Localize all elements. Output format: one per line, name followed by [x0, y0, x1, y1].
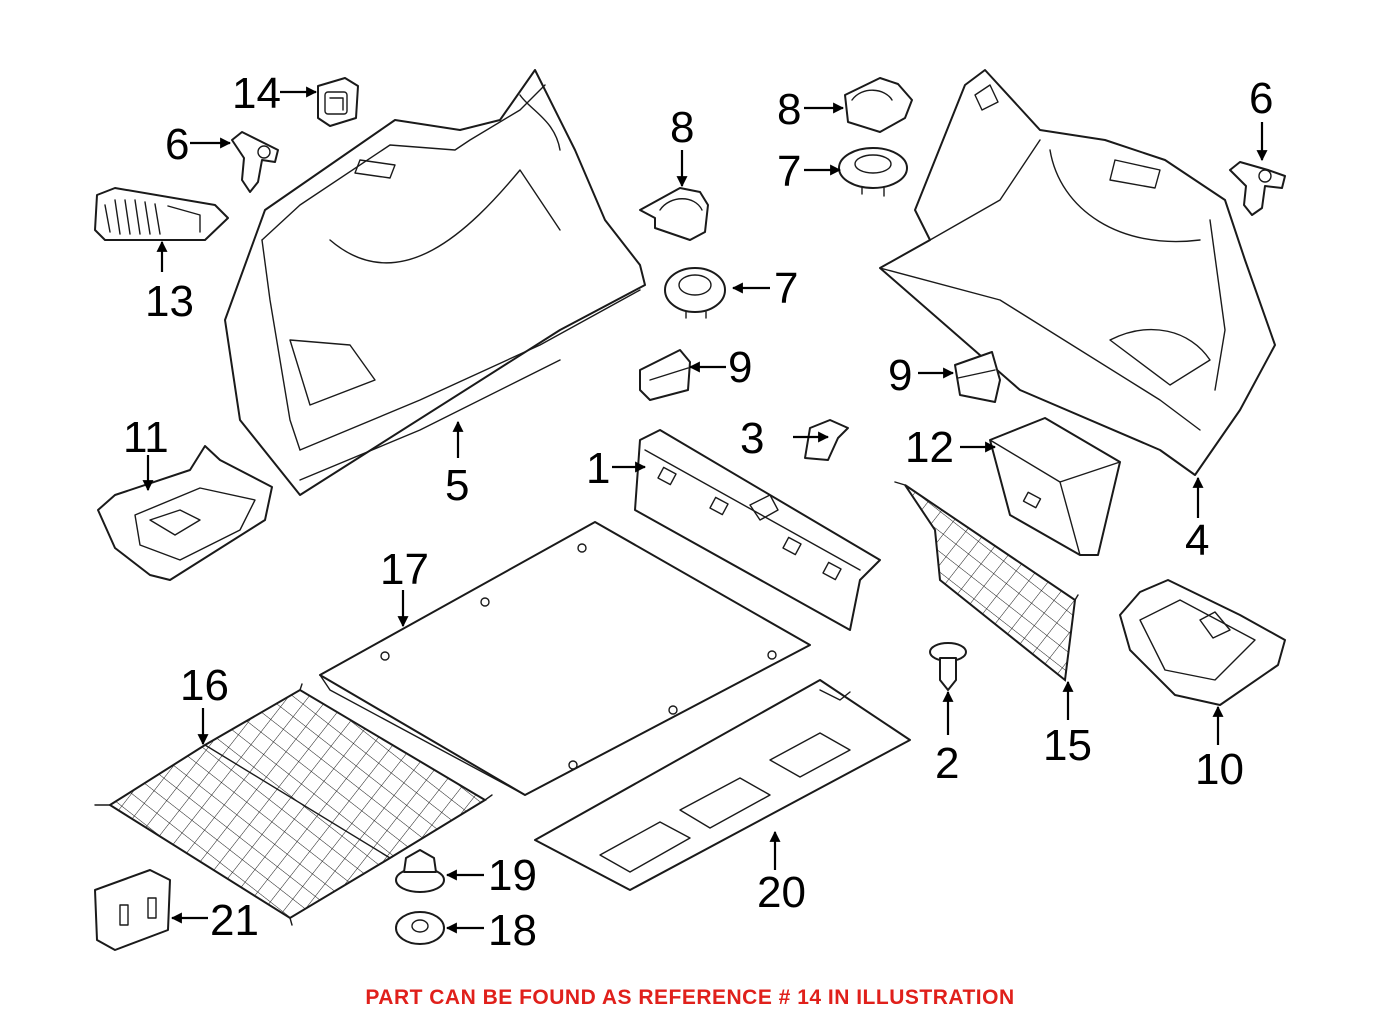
- leader-lines: [142, 86, 1268, 934]
- callout-16: 16: [180, 661, 229, 710]
- callout-20: 20: [757, 868, 806, 917]
- callout-9-center: 9: [728, 343, 752, 392]
- callout-14: 14: [232, 69, 281, 118]
- callout-8-center: 8: [670, 103, 694, 152]
- callout-13: 13: [145, 277, 194, 326]
- part-9-block-right: [954, 351, 1001, 403]
- reference-note: PART CAN BE FOUND AS REFERENCE # 14 IN I…: [365, 986, 1015, 1009]
- callout-1: 1: [586, 444, 610, 493]
- callout-11: 11: [123, 413, 169, 462]
- callout-6-right: 6: [1249, 74, 1273, 123]
- part-6-hook-left: [231, 131, 279, 193]
- callout-10: 10: [1195, 745, 1244, 794]
- part-3-bracket: [804, 419, 849, 461]
- callout-7-center: 7: [774, 264, 798, 313]
- part-2-push-clip: [929, 642, 967, 691]
- callout-6-left: 6: [165, 120, 189, 169]
- part-7-cap-center: [664, 267, 726, 319]
- part-1-rear-panel: [634, 429, 881, 631]
- part-8-cap-right: [844, 77, 913, 133]
- left-trim-panel: [224, 69, 646, 496]
- callout-8-right: 8: [777, 85, 801, 134]
- part-21-box: [94, 869, 171, 951]
- part-14-clip: [317, 77, 359, 127]
- part-12-bin: [989, 417, 1121, 556]
- right-trim-panel: [879, 69, 1276, 476]
- part-20-floor-board: [534, 679, 911, 891]
- part-17-floor-mat: [319, 521, 811, 796]
- part-15-side-net: [894, 481, 1079, 682]
- part-10-tray: [1119, 579, 1286, 706]
- callout-15: 15: [1043, 721, 1092, 770]
- callout-19: 19: [488, 851, 537, 900]
- callout-4: 4: [1185, 516, 1209, 565]
- callout-2: 2: [935, 739, 959, 788]
- callout-3: 3: [740, 414, 764, 463]
- callout-12: 12: [905, 423, 954, 472]
- part-8-cap-center: [639, 187, 709, 241]
- part-6-hook-right: [1229, 161, 1286, 216]
- callout-7-right: 7: [777, 147, 801, 196]
- callout-21: 21: [210, 896, 259, 945]
- callout-labels: 14 6 13 11 5 8 7 9 3 1 17 16 20 19 18 21…: [123, 69, 1273, 955]
- part-11-tray: [97, 445, 273, 581]
- callout-17: 17: [380, 545, 429, 594]
- part-19-grommet: [395, 849, 445, 893]
- part-18-plug: [395, 911, 445, 945]
- callout-5: 5: [445, 461, 469, 510]
- part-13-vent: [94, 187, 229, 241]
- callout-18: 18: [488, 906, 537, 955]
- part-7-cap-right: [838, 147, 908, 197]
- callout-9-right: 9: [888, 351, 912, 400]
- part-9-block-center: [639, 349, 691, 401]
